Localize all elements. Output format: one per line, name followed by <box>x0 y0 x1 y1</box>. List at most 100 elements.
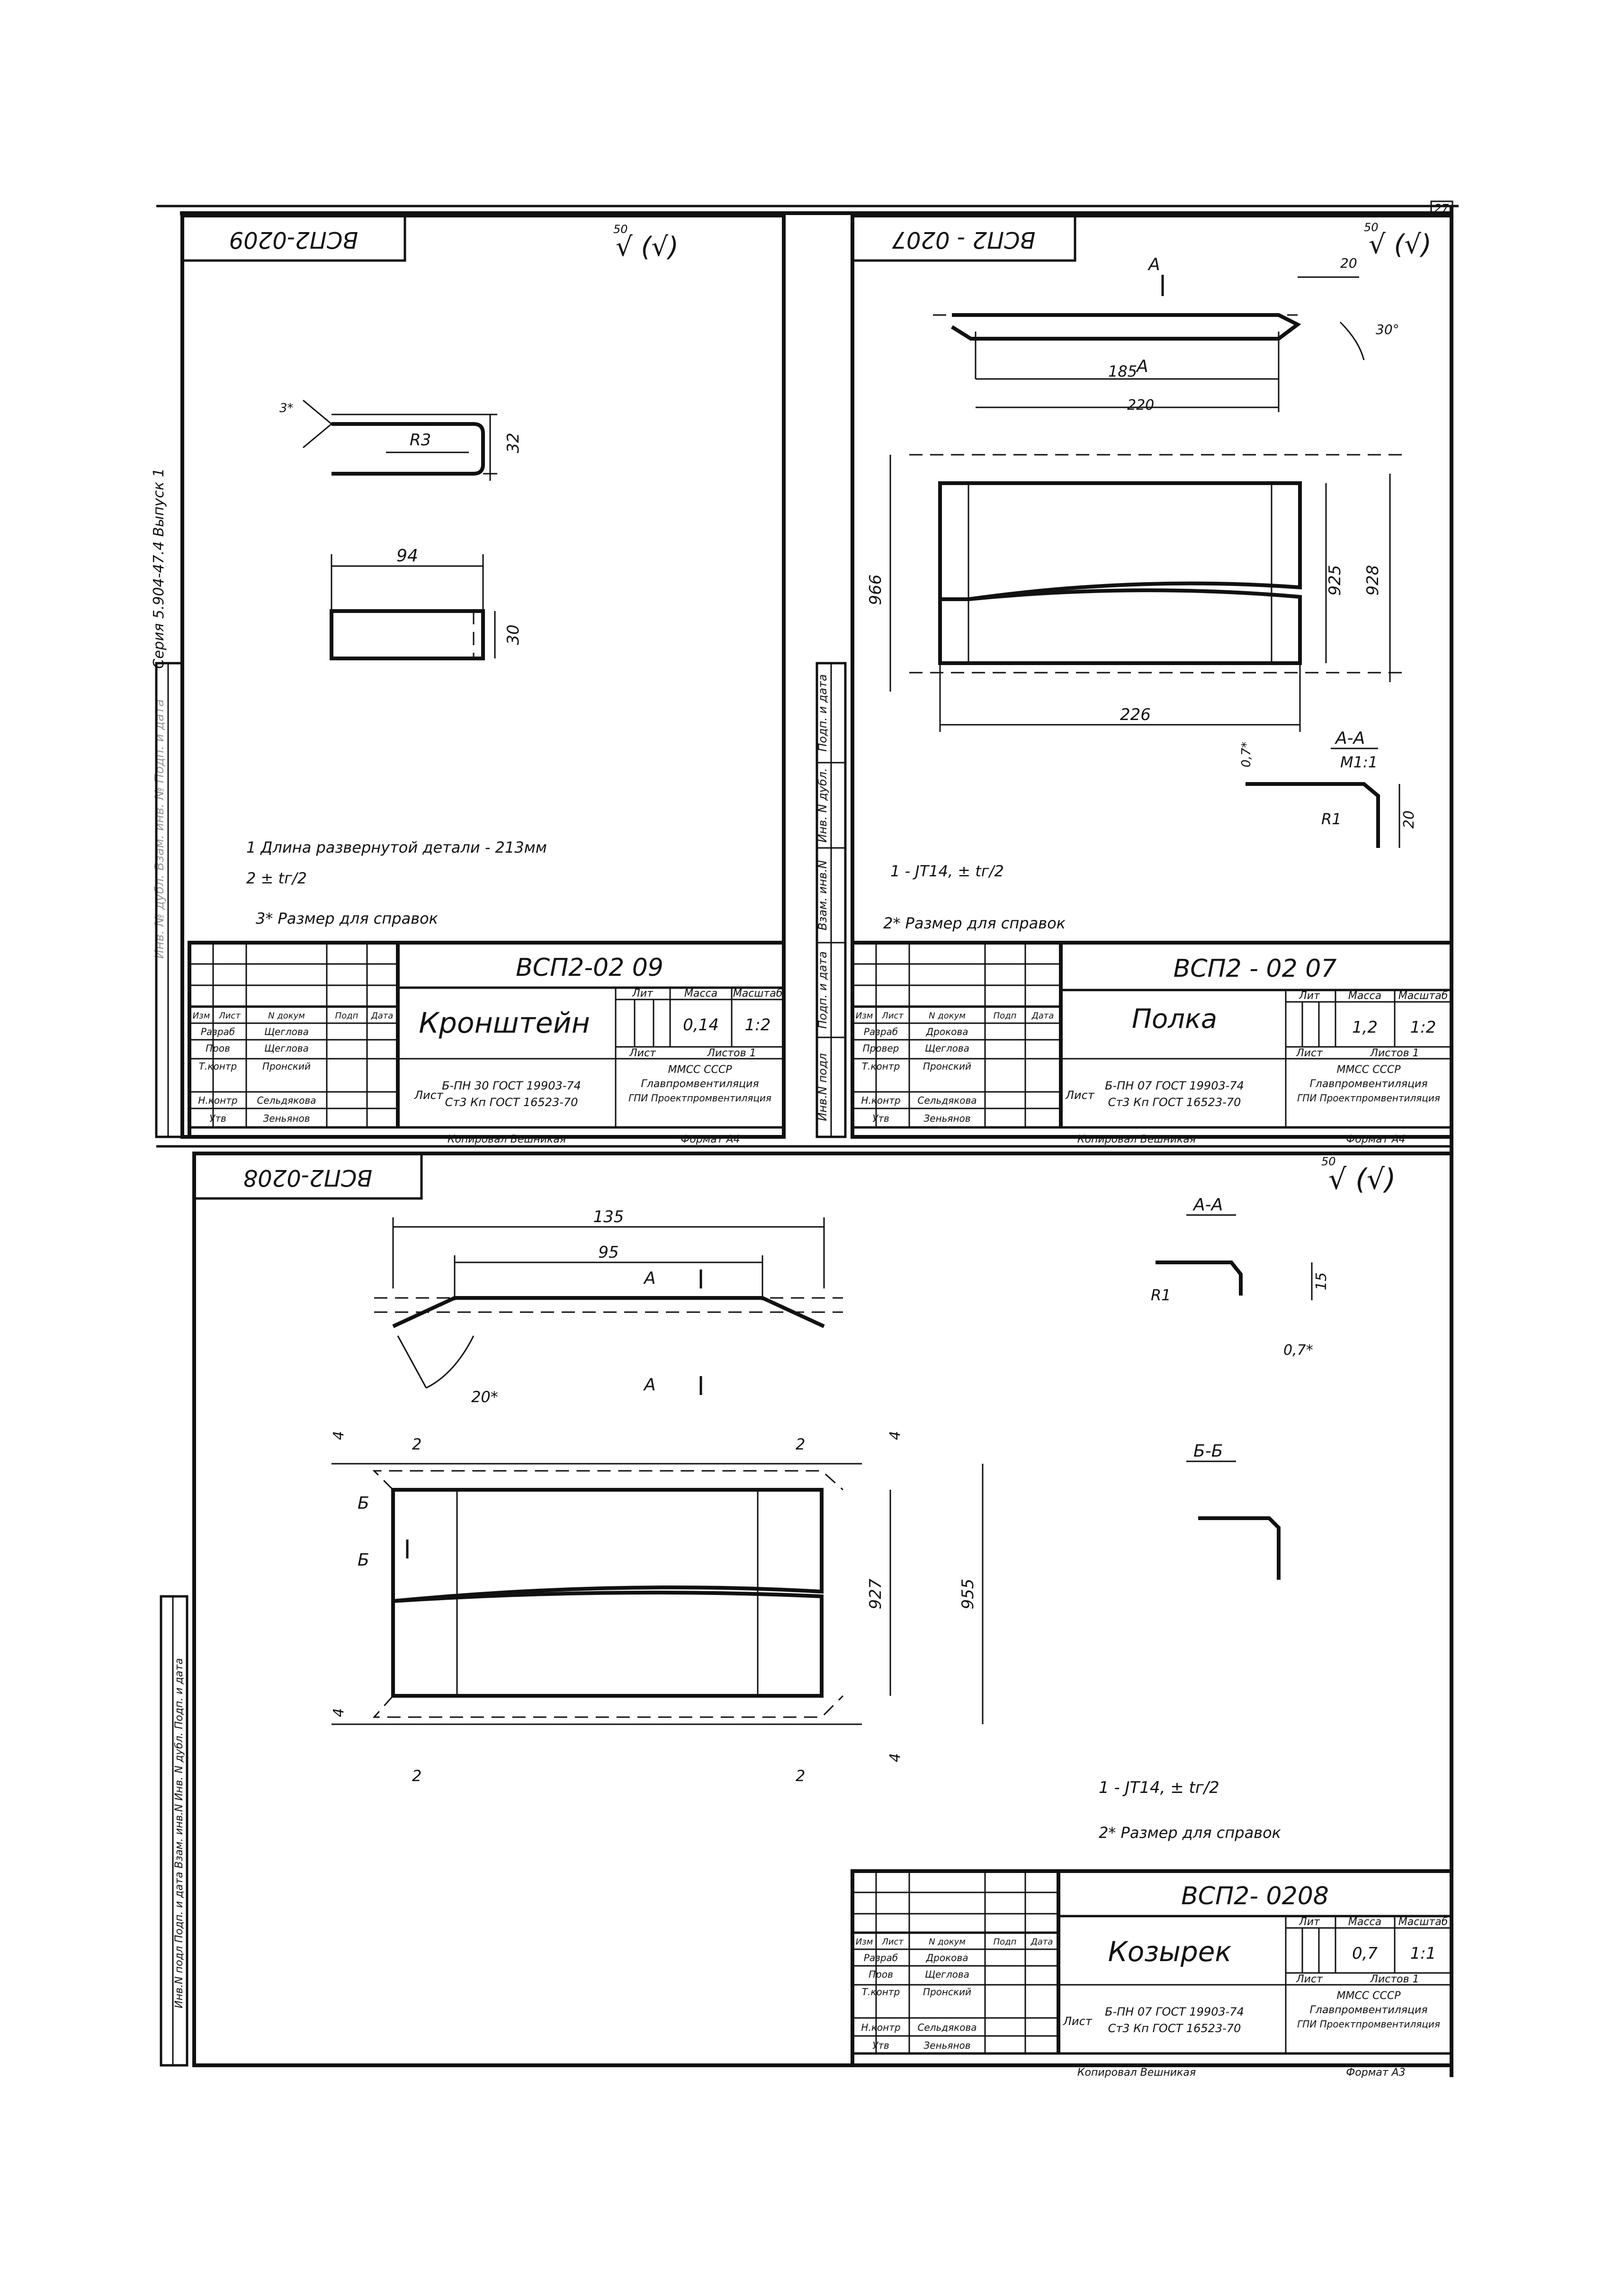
sheet2-name-6: Зеньянов <box>923 1113 970 1124</box>
sheet2-dim-925: 925 <box>1326 565 1344 596</box>
sheet3-section-b-bottom: Б <box>358 1550 369 1570</box>
sheet3-list-label: Лист <box>1296 1973 1323 1985</box>
side-margin: Серия 5.904-47.4 Выпуск 1 Инв. № дубл. В… <box>151 468 167 959</box>
sheet3-roughness-value: 50 <box>1321 1155 1336 1168</box>
sheet1-org-3: ГПИ Проектпромвентиляция <box>628 1092 771 1104</box>
sheet2-aa-label: А-А <box>1335 729 1365 748</box>
sheet3-dim-2-bottom-right: 2 <box>796 1767 805 1785</box>
sheet1-hdr-izm: Изм <box>193 1011 210 1021</box>
sheet3-roughness-symbol: √ (√) <box>1328 1163 1396 1196</box>
sheet2-name-3: Пронский <box>923 1061 971 1072</box>
sheet3-visor-plan-view: 927 955 2 2 2 2 4 4 4 4 Б Б <box>331 1431 984 1785</box>
sheet3-name-6: Зеньянов <box>923 2040 970 2051</box>
sheet3-dim-95: 95 <box>598 1243 618 1262</box>
sheet3-hdr-ndokum: N докум <box>929 1937 966 1947</box>
sheet1-role-2: Пров <box>206 1043 230 1054</box>
sheet2-code: ВСП2 - 02 07 <box>1174 954 1337 983</box>
sheet3-dim-2-top-left: 2 <box>412 1435 421 1453</box>
sheet3-aa-t07: 0,7* <box>1283 1342 1313 1359</box>
sheet3-aa-label: А-А <box>1192 1195 1223 1215</box>
sheet2-note-1: 1 - JT14, ± tг/2 <box>890 862 1004 880</box>
sheet-vsp2-0207: ВСП2 - 0207 50 √ (√) 185 220 20 30° А А <box>815 214 1453 1145</box>
sheet2-aa-h20: 20 <box>1401 810 1417 828</box>
sheet2-masshtab: 1:2 <box>1410 1018 1436 1037</box>
sheet1-name-6: Зеньянов <box>263 1113 310 1124</box>
sheet3-dim-20: 20* <box>471 1388 498 1406</box>
page-number: 27 <box>1434 202 1449 215</box>
sheet1-code-mirrored: ВСП2-0209 <box>229 226 358 253</box>
sheet2-stamp-inv-podl: Инв.N подл <box>816 1053 829 1121</box>
sheet1-role-5: Н.контр <box>198 1095 237 1106</box>
sheet2-material-1: Б-ПН 07 ГОСТ 19903-74 <box>1105 1079 1244 1092</box>
sheet1-masshtab: 1:2 <box>745 1016 771 1035</box>
sheet2-role-1: Разраб <box>864 1026 898 1037</box>
sheet3-list-word: Лист <box>1063 2015 1093 2028</box>
sheet2-massa-label: Масса <box>1348 990 1381 1002</box>
sheet3-dim-4-bl: 4 <box>331 1708 347 1717</box>
sheet1-role-3: Т.контр <box>199 1061 237 1072</box>
sheet3-role-5: Н.контр <box>861 2022 900 2033</box>
sheet2-stamp-inv-dubl: Инв. N дубл. <box>816 768 829 842</box>
sheet3-org-2: Главпромвентиляция <box>1310 2004 1428 2016</box>
sheet2-lit-label: Лит <box>1299 990 1320 1002</box>
sheet3-code-mirrored: ВСП2-0208 <box>243 1164 373 1191</box>
sheet3-massa: 0,7 <box>1352 1944 1378 1963</box>
sheet2-dim-928: 928 <box>1363 565 1382 596</box>
sheet2-name-5: Сельдякова <box>917 1095 977 1106</box>
sheet1-bracket-side-view: 32 R3 3* <box>279 399 523 481</box>
sheet3-org-3: ГПИ Проектпромвентиляция <box>1297 2018 1440 2030</box>
sheet1-dim-30: 30 <box>504 624 523 645</box>
sheet-vsp2-0209: ВСП2-0209 50 √ (√) 32 R3 3* 94 3 <box>155 214 786 1145</box>
sheet2-masshtab-label: Масштаб <box>1398 990 1448 1002</box>
sheet2-name-1: Дрокова <box>926 1026 968 1037</box>
sheet1-org-2: Главпромвентиляция <box>641 1078 759 1090</box>
sheet1-list-word: Лист <box>414 1089 444 1102</box>
sheet3-lit-label: Лит <box>1299 1916 1320 1928</box>
sheet3-title: Козырек <box>1108 1936 1232 1968</box>
sheet1-note-3: 3* Размер для справок <box>256 909 439 927</box>
sheet2-aa-scale: М1:1 <box>1340 753 1378 771</box>
sheet1-role-1: Разраб <box>201 1026 235 1037</box>
sheet1-copied: Копировал Вешникая <box>448 1134 566 1145</box>
sheet1-material-1: Б-ПН 30 ГОСТ 19903-74 <box>442 1079 581 1092</box>
sheet3-notes: 1 - JT14, ± tг/2 2* Размер для справок <box>1099 1778 1281 1842</box>
sheet1-list-label: Лист <box>629 1047 656 1059</box>
sheet1-dim-94: 94 <box>396 546 418 566</box>
sheet3-dim-135: 135 <box>593 1207 624 1226</box>
sheet3-massa-label: Масса <box>1348 1916 1381 1928</box>
sheet2-material-2: Ст3 Кп ГОСТ 16523-70 <box>1108 1096 1241 1109</box>
sheet2-left-stamp: Подп. и дата Инв. N дубл. Взам. инв.N По… <box>815 662 847 1138</box>
sheet2-role-5: Н.контр <box>861 1095 900 1106</box>
sheet2-hdr-podp: Подп <box>994 1011 1017 1021</box>
sheet1-massa: 0,14 <box>683 1016 719 1035</box>
sheet1-hdr-ndokum: N докум <box>268 1011 305 1021</box>
sheet3-section-aa: А-А 15 R1 0,7* <box>1151 1195 1330 1359</box>
sheet3-masshtab: 1:1 <box>1410 1944 1436 1963</box>
sheet3-role-6: Утв <box>872 2040 889 2051</box>
sheet1-bracket-top-view: 94 30 <box>330 546 523 660</box>
sheet1-name-1: Щеглова <box>264 1026 309 1037</box>
sheet3-org-1: ММСС СССР <box>1336 1990 1401 2002</box>
sheet1-role-6: Утв <box>209 1113 226 1124</box>
sheet3-code: ВСП2- 0208 <box>1181 1882 1329 1910</box>
sheet3-section-b-top: Б <box>358 1494 369 1513</box>
sheet2-name-2: Щеглова <box>925 1043 969 1054</box>
sheet1-notes: 1 Длина развернутой детали - 213мм 2 ± t… <box>246 838 547 927</box>
sheet2-org-1: ММСС СССР <box>1336 1064 1401 1076</box>
sheet1-dim-r3: R3 <box>410 431 431 450</box>
sheet-vsp2-0208: ВСП2-0208 50 √ (√) 135 95 20* А А <box>160 1152 1453 2079</box>
sheet2-title: Полка <box>1132 1004 1217 1035</box>
sheet3-role-1: Разраб <box>864 1952 898 1963</box>
sheet1-masshtab-label: Масштаб <box>733 988 783 999</box>
sheet2-role-6: Утв <box>872 1113 889 1124</box>
sheet3-section-a-bottom: А <box>643 1375 656 1395</box>
sheet3-role-3: Т.контр <box>862 1986 900 1998</box>
sheet1-note-1: 1 Длина развернутой детали - 213мм <box>246 838 547 856</box>
series-label: Серия 5.904-47.4 Выпуск 1 <box>151 468 167 668</box>
sheet2-stamp-podp-data: Подп. и дата <box>816 674 829 752</box>
sheet2-roughness-symbol: √ (√) <box>1369 229 1432 260</box>
sheet2-dim-966: 966 <box>866 575 885 605</box>
sheet3-title-block: ВСП2- 0208 Козырек Лит Масса Масштаб 0,7… <box>851 1869 1453 2079</box>
sheet3-dim-4-tl: 4 <box>331 1431 347 1440</box>
sheet3-stamp-labels: Инв.N подл Подп. и дата Взам. инв.N Инв.… <box>173 1658 185 2008</box>
